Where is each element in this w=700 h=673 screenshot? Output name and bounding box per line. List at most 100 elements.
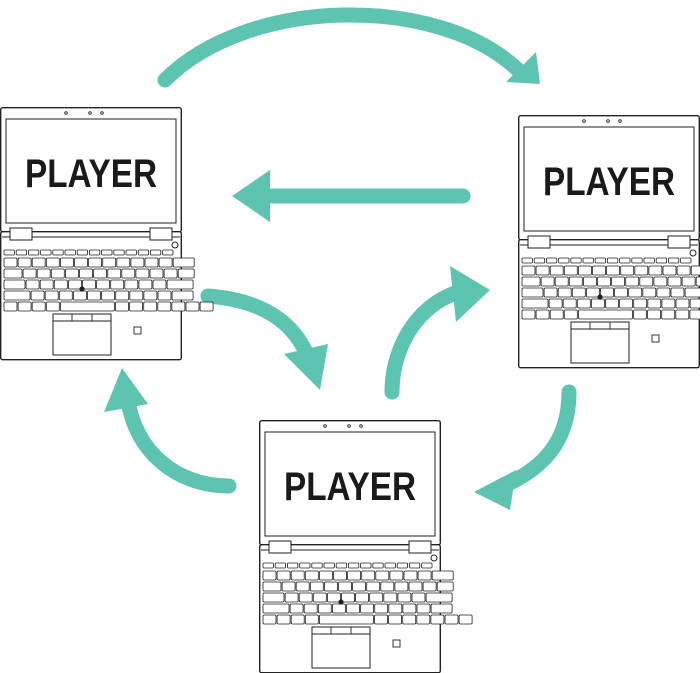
key — [45, 301, 60, 312]
key — [121, 268, 136, 279]
key — [620, 265, 635, 276]
key — [39, 279, 54, 290]
key — [540, 276, 555, 287]
key — [614, 287, 628, 298]
arrowhead-bottom-left — [104, 368, 148, 412]
key — [667, 276, 682, 287]
key — [129, 290, 144, 301]
key — [53, 279, 68, 290]
key — [619, 257, 631, 264]
key — [162, 249, 174, 256]
key — [431, 570, 454, 581]
key — [3, 249, 15, 256]
key — [458, 614, 473, 625]
key — [323, 562, 335, 569]
key — [60, 301, 115, 312]
key — [403, 570, 418, 581]
key — [281, 581, 296, 592]
key — [394, 581, 409, 592]
key — [521, 265, 536, 276]
screen-label: PLAYER — [284, 465, 416, 509]
key — [171, 301, 186, 312]
key — [199, 301, 214, 312]
key — [647, 309, 662, 320]
key — [52, 249, 64, 256]
key — [695, 276, 700, 287]
key — [591, 298, 605, 309]
key — [284, 592, 299, 603]
key — [22, 268, 37, 279]
key — [290, 570, 305, 581]
key — [436, 581, 454, 592]
key — [149, 268, 164, 279]
key — [653, 276, 668, 287]
key — [366, 581, 381, 592]
key — [124, 279, 139, 290]
key — [163, 268, 178, 279]
key — [690, 265, 700, 276]
arrow-left-to-bottom — [200, 288, 318, 370]
key — [578, 309, 633, 320]
arrowhead-top — [506, 52, 540, 84]
trackpad-buttons — [52, 313, 112, 322]
key — [89, 249, 101, 256]
laptop-screen — [523, 126, 695, 232]
key — [262, 570, 277, 581]
camera-icon — [347, 424, 351, 428]
key — [402, 614, 417, 625]
key — [558, 257, 570, 264]
arrowhead-bottom-right — [450, 266, 490, 322]
key — [396, 562, 408, 569]
key — [372, 562, 384, 569]
key — [583, 276, 597, 287]
trackpoint-icon — [597, 294, 603, 300]
key — [408, 562, 421, 569]
key — [421, 562, 433, 569]
key — [317, 603, 332, 614]
laptop-right: PLAYER — [518, 115, 700, 369]
key — [563, 309, 578, 320]
key — [689, 298, 700, 309]
key — [661, 309, 676, 320]
camera-icon — [64, 111, 68, 115]
key — [262, 581, 282, 592]
key — [562, 298, 577, 309]
key — [338, 581, 352, 592]
key — [352, 581, 366, 592]
camera-icon — [100, 111, 104, 115]
key — [60, 257, 74, 268]
key — [113, 249, 125, 256]
key — [171, 290, 194, 301]
fingerprint-sensor-icon — [133, 326, 142, 335]
key — [332, 603, 346, 614]
key — [158, 257, 173, 268]
camera-icon — [88, 111, 92, 115]
key — [360, 603, 374, 614]
key — [319, 570, 333, 581]
trackpoint-icon — [338, 599, 344, 605]
key — [304, 614, 319, 625]
key — [600, 287, 614, 298]
key — [444, 614, 459, 625]
key — [172, 257, 195, 268]
key — [64, 249, 76, 256]
key — [662, 265, 677, 276]
camera-icon — [323, 424, 327, 428]
key — [31, 301, 46, 312]
key — [3, 279, 26, 290]
arrows — [120, 7, 577, 498]
key — [656, 287, 671, 298]
key — [327, 592, 341, 603]
arrow-right-to-bottom — [486, 384, 577, 498]
key — [397, 592, 412, 603]
key — [129, 301, 144, 312]
key — [548, 298, 563, 309]
key — [17, 301, 32, 312]
trackpad — [570, 328, 630, 364]
key — [76, 249, 88, 256]
key — [101, 290, 115, 301]
key — [384, 562, 396, 569]
key — [68, 279, 82, 290]
trackpad-buttons — [570, 321, 630, 330]
